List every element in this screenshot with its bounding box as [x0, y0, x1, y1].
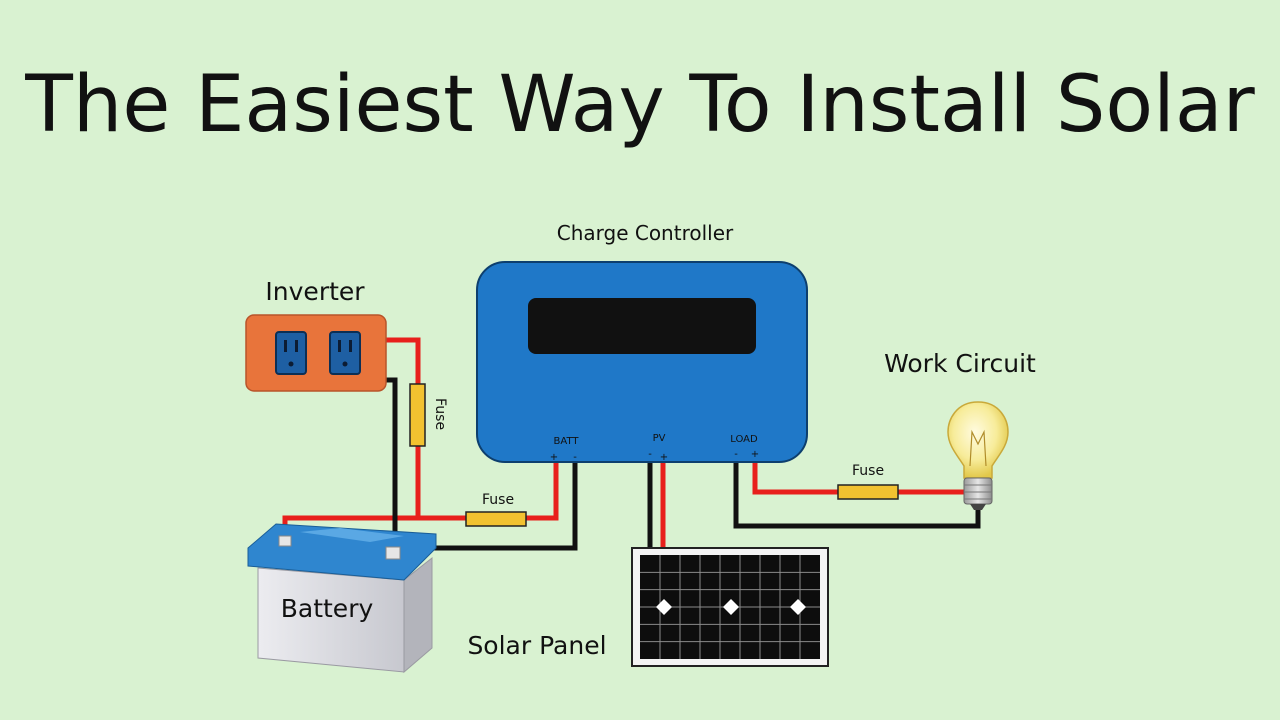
terminal-batt-label: BATT [554, 436, 580, 447]
load-negative-wire [733, 460, 981, 529]
battery: Battery [247, 523, 437, 674]
fuse-battery: Fuse [465, 492, 527, 527]
terminal-load-label: LOAD [730, 434, 758, 445]
fuse-load-label: Fuse [852, 463, 884, 479]
work-circuit: Work Circuit [884, 349, 1036, 510]
solar-panel: Solar Panel [467, 547, 829, 667]
terminal-load-plus: + [751, 449, 759, 460]
inverter-negative-wire [386, 377, 398, 548]
inverter: Inverter [245, 277, 387, 392]
charge-controller-label: Charge Controller [557, 221, 734, 245]
fuse-inverter: Fuse [409, 383, 448, 447]
charge-controller: Charge Controller BATT + - PV - + LOAD -… [476, 221, 808, 463]
work-circuit-label: Work Circuit [884, 349, 1036, 378]
terminal-batt-plus: + [550, 452, 558, 463]
page-title: The Easiest Way To Install Solar [25, 60, 1255, 150]
fuse-load: Fuse [837, 463, 899, 500]
solar-panel-label: Solar Panel [467, 631, 606, 660]
outlet-left [275, 331, 307, 375]
fuse-battery-label: Fuse [482, 492, 514, 508]
terminal-pv-plus: + [660, 452, 668, 463]
controller-display [528, 298, 756, 354]
fuse-inverter-label: Fuse [432, 398, 448, 430]
light-bulb-icon [947, 401, 1009, 510]
terminal-load-minus: - [734, 449, 738, 460]
terminal-batt-minus: - [573, 452, 577, 463]
terminal-pv-label: PV [653, 433, 666, 444]
battery-positive-wire [418, 462, 559, 521]
outlet-right [329, 331, 361, 375]
battery-label: Battery [281, 594, 374, 623]
inverter-label: Inverter [265, 277, 365, 306]
terminal-pv-minus: - [648, 449, 652, 460]
battery-negative-wire [395, 462, 578, 551]
